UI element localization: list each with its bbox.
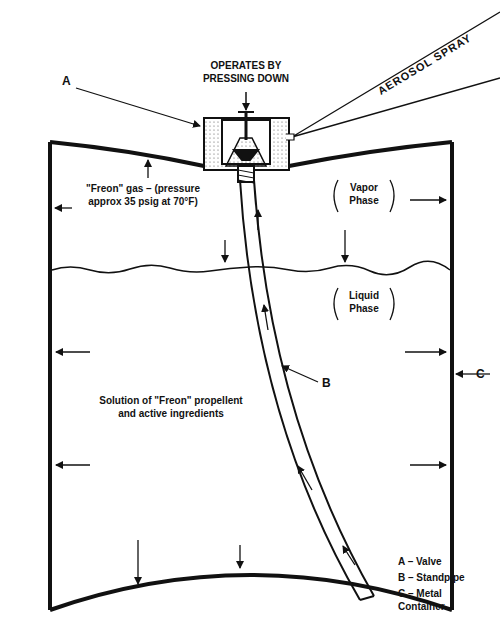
phase-label: Liquid Phase	[340, 290, 388, 315]
legend-entry: C – Metal Container	[398, 588, 476, 613]
callout-letter: C	[476, 367, 490, 382]
spray-label: AEROSOL SPRAY	[366, 26, 485, 105]
legend-entry: A – Valve	[398, 556, 498, 569]
phase-label: Vapor Phase	[340, 182, 388, 207]
metal-container	[50, 142, 452, 610]
instruction-note: OPERATES BY PRESSING DOWN	[190, 60, 302, 85]
gas-note: "Freon" gas – (pressure approx 35 psig a…	[78, 183, 208, 208]
solution-note: Solution of "Freon" propellent and activ…	[96, 395, 246, 420]
standpipe	[240, 180, 374, 600]
callout-letter: B	[322, 376, 336, 391]
legend-entry: B – Standpipe	[398, 572, 498, 585]
valve	[204, 112, 294, 183]
callout-letter: A	[62, 74, 76, 89]
